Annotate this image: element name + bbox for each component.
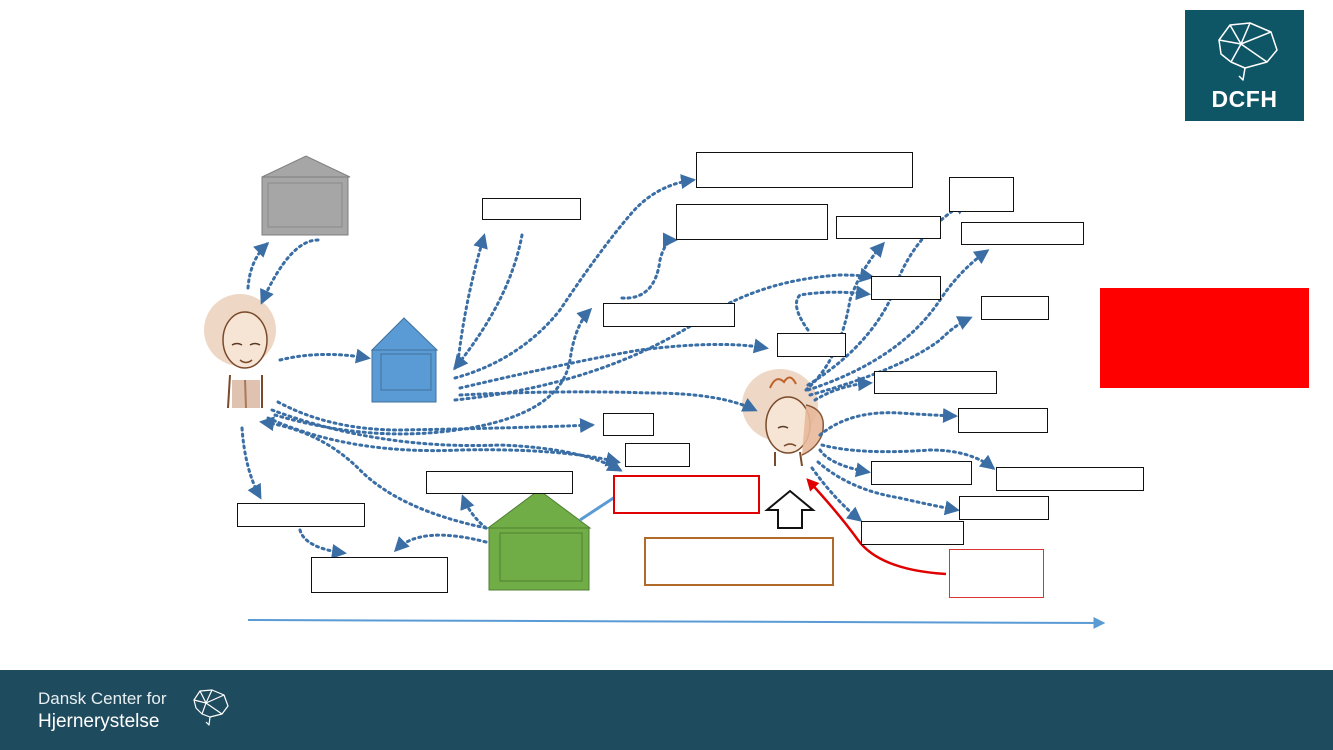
label-box [871, 276, 941, 300]
house-gray-icon [261, 155, 351, 236]
brain-icon [193, 689, 229, 726]
connector-line [579, 495, 616, 522]
highlight-box [613, 475, 760, 514]
brain-icon [1218, 22, 1278, 81]
label-box [603, 303, 735, 327]
label-box [836, 216, 941, 239]
label-box [625, 443, 690, 467]
concussion-network-diagram [204, 155, 1106, 629]
label-box [676, 204, 828, 240]
footer-org-line2: Hjernerystelse [38, 711, 160, 732]
label-box [777, 333, 846, 357]
label-box [981, 296, 1049, 320]
red-panel [1100, 288, 1309, 388]
label-box [871, 461, 972, 485]
person-holding-head-icon [742, 369, 824, 467]
label-box [861, 521, 964, 545]
house-blue-icon [370, 317, 439, 403]
person-calm-icon [204, 294, 276, 409]
label-box [482, 198, 581, 220]
outlined-box [644, 537, 834, 586]
dcfh-logo: DCFH [1185, 10, 1304, 121]
outlined-box [949, 549, 1044, 598]
label-box [949, 177, 1014, 212]
label-box [603, 413, 654, 436]
footer-bar: Dansk Center for Hjernerystelse [0, 670, 1333, 750]
red-curved-arrow [806, 478, 947, 576]
timeline-arrow [247, 616, 1106, 629]
label-box [874, 371, 997, 394]
label-box [426, 471, 573, 494]
up-arrow-icon [764, 489, 816, 529]
label-box [959, 496, 1049, 520]
label-box [961, 222, 1084, 245]
label-box [958, 408, 1048, 433]
label-box [237, 503, 365, 527]
label-box [311, 557, 448, 593]
house-green-icon [486, 489, 592, 591]
logo-text: DCFH [1211, 86, 1278, 112]
label-box [696, 152, 913, 188]
label-box [996, 467, 1144, 491]
footer-org-line1: Dansk Center for [38, 689, 167, 708]
